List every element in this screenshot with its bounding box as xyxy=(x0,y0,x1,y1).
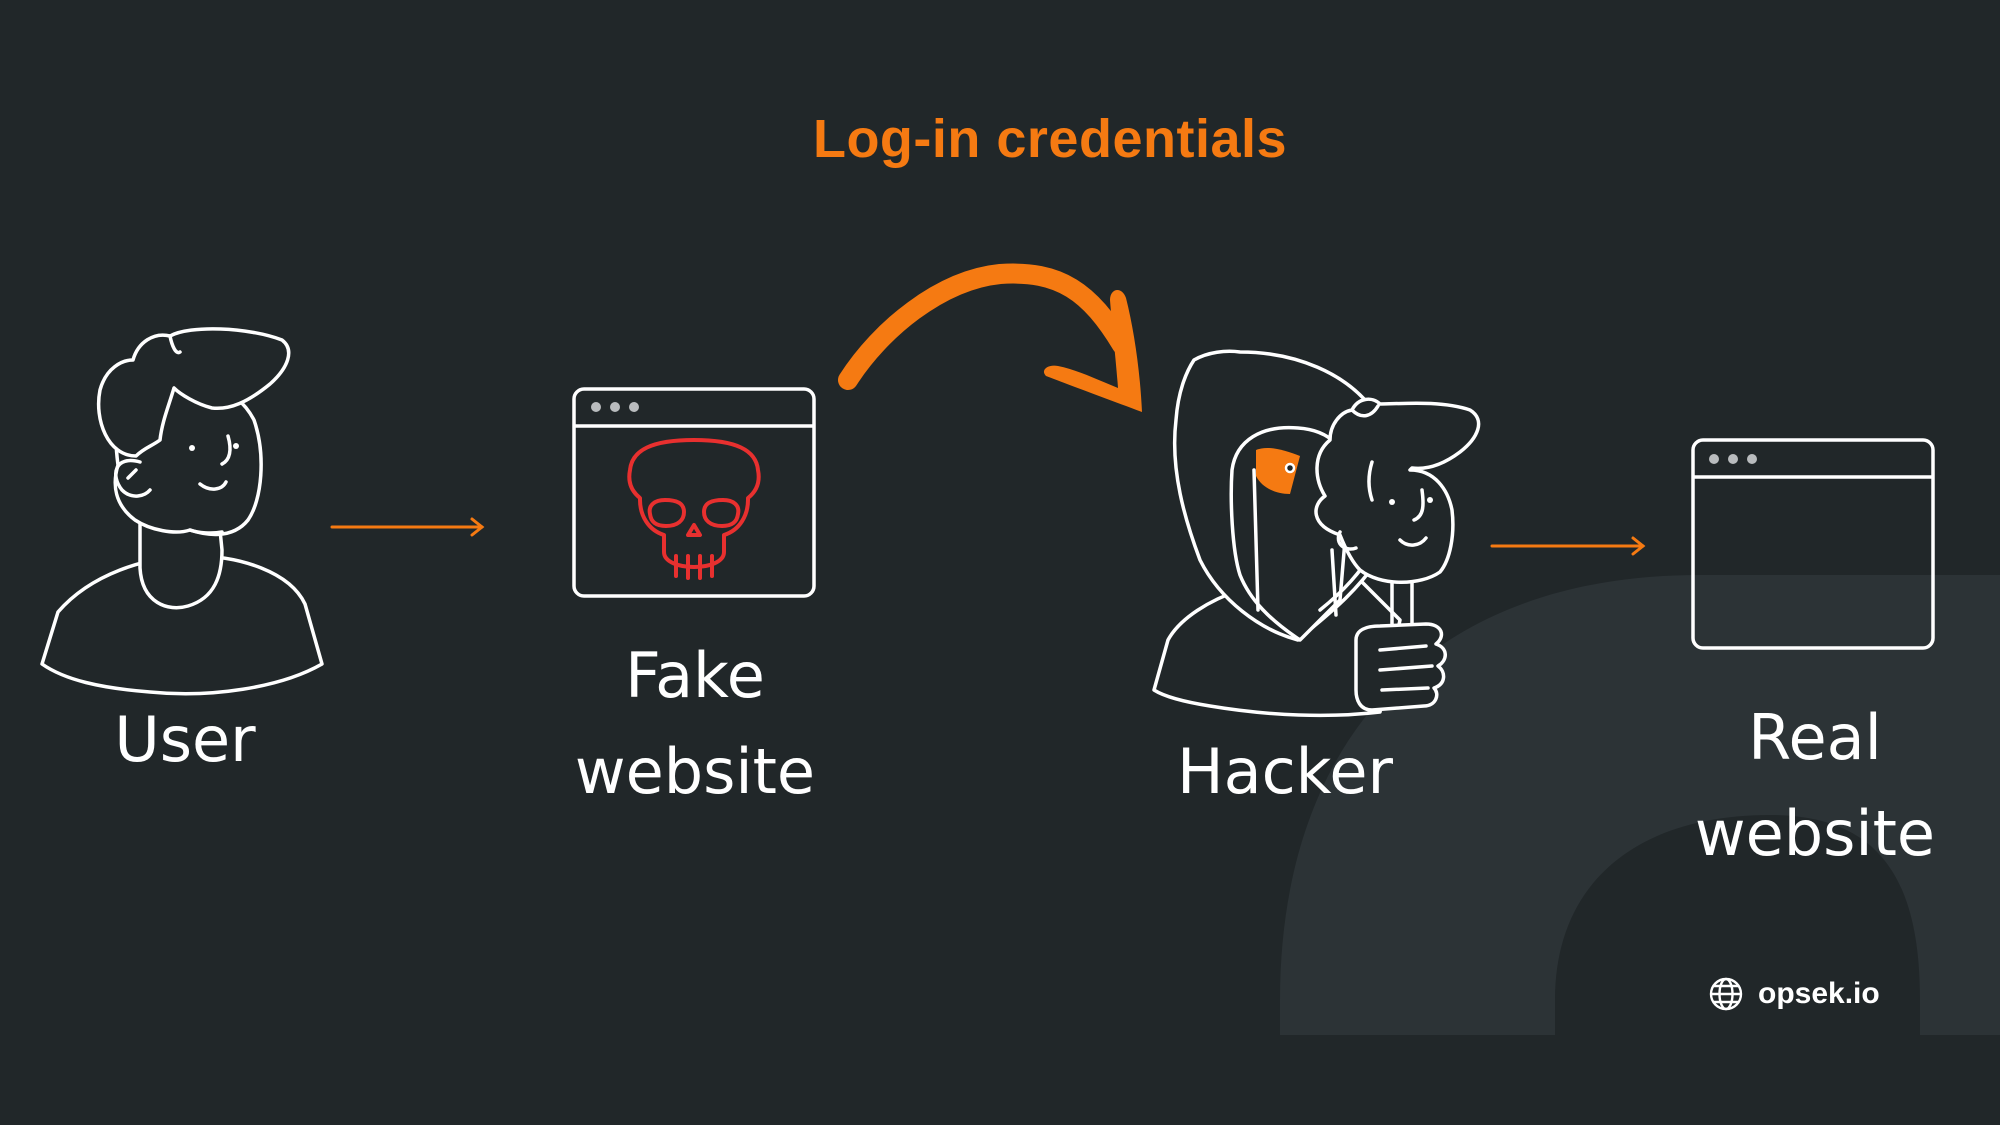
background-arch-decoration xyxy=(1280,575,2000,1035)
hacker-label-line-1: Hacker xyxy=(1176,735,1394,808)
fake-website-label-line-2: website xyxy=(574,735,816,808)
skull-icon xyxy=(627,438,761,580)
diagram-headline: Log-in credentials xyxy=(812,109,1288,169)
arrow-hacker-to-real xyxy=(1490,536,1646,556)
brand-text: opsek.io xyxy=(1758,977,1880,1010)
real-website-window xyxy=(1691,438,1935,650)
brand-watermark: opsek.io xyxy=(1708,970,1880,1018)
curved-arrow-credentials xyxy=(838,263,1142,412)
arrow-user-to-fake xyxy=(330,517,485,537)
hacker-label: Hacker xyxy=(1140,724,1430,820)
hacker-illustration xyxy=(1152,349,1481,718)
fake-website-window xyxy=(572,387,816,598)
real-website-label: Real website xyxy=(1660,690,1970,882)
user-illustration xyxy=(40,327,324,696)
fake-website-label-line-1: Fake xyxy=(625,639,765,712)
user-label-line-1: User xyxy=(114,703,256,776)
real-website-label-line-2: website xyxy=(1694,797,1936,870)
user-label: User xyxy=(60,692,310,788)
real-website-label-line-1: Real xyxy=(1748,701,1882,774)
fake-website-label: Fake website xyxy=(540,628,850,820)
globe-icon xyxy=(1709,977,1743,1011)
